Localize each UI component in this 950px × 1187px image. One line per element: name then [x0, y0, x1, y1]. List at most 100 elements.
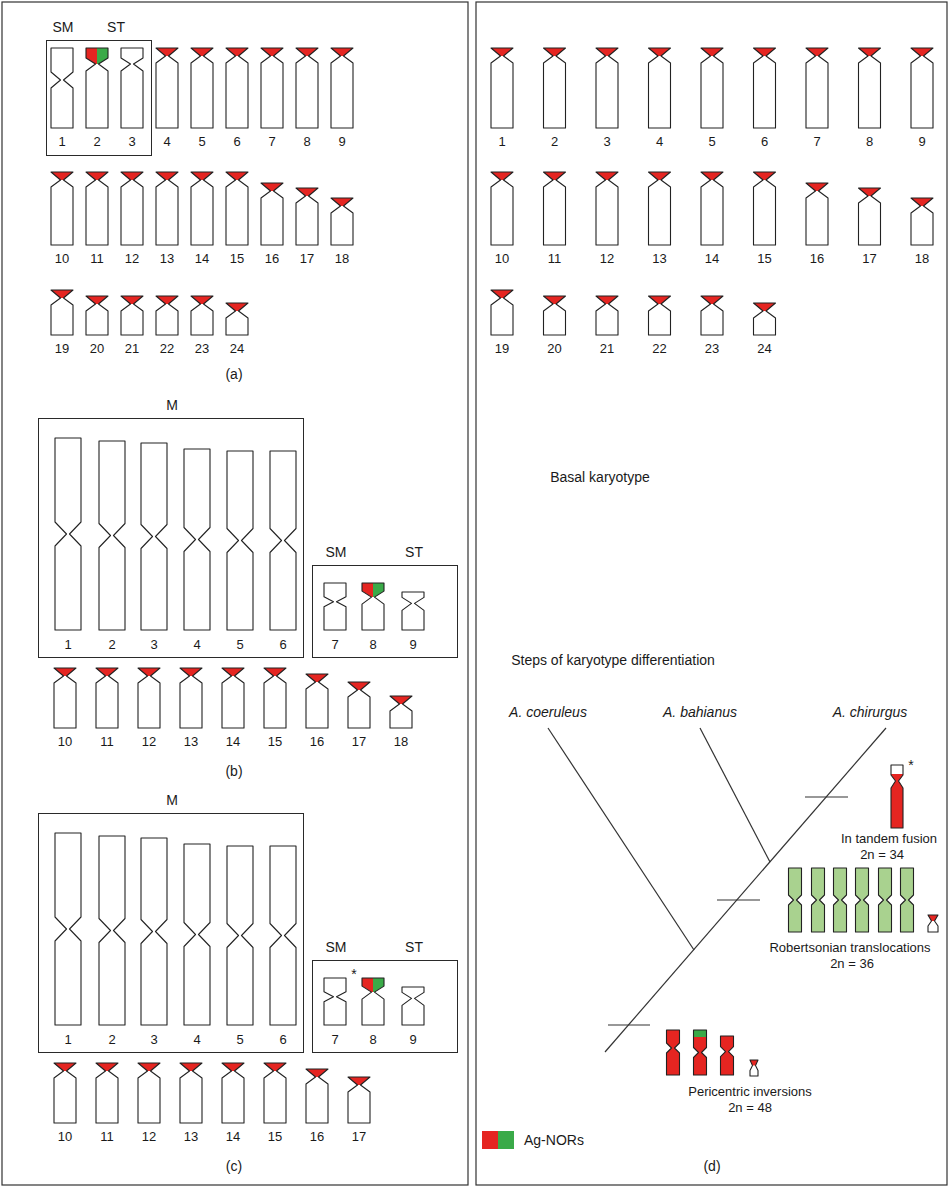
chromosome-number: 18	[394, 735, 408, 749]
chromosome-number: 5	[708, 135, 715, 149]
chromosome-body	[544, 296, 566, 335]
nor-cap	[191, 172, 213, 180]
chromosome-body	[362, 583, 384, 630]
chromosome-outline	[180, 668, 202, 728]
chromosome-outline	[859, 48, 881, 128]
chromosome	[544, 172, 566, 245]
panel-note: Steps of karyotype differentiation	[511, 653, 715, 668]
nor-cap	[806, 48, 828, 56]
chromosome-outline	[264, 1063, 286, 1123]
chromosome-number: 14	[226, 1130, 240, 1144]
tree-line	[608, 1024, 650, 1025]
chromosome-body	[55, 438, 81, 630]
chromosome-outline	[856, 868, 869, 932]
chromosome-number: 24	[230, 342, 244, 356]
chromosome	[667, 1030, 680, 1075]
chromosome-body	[222, 1063, 244, 1123]
step-annotation: 2n = 36	[828, 957, 876, 971]
chromosome-outline	[362, 978, 384, 1025]
chromosome-number: 10	[58, 735, 72, 749]
nor-cap	[51, 172, 73, 180]
chromosome-number: 2	[108, 638, 115, 652]
chromosome-number: 12	[125, 252, 139, 266]
chromosome-outline	[812, 868, 825, 932]
chromosome-number: 13	[652, 252, 666, 266]
species-name: A. coeruleus	[509, 705, 587, 720]
chromosome	[156, 296, 178, 335]
nor-cap	[491, 172, 513, 180]
tree-line	[605, 728, 886, 1052]
chromosome	[156, 48, 178, 128]
chromosome-body	[348, 1077, 370, 1123]
chromosome-body	[226, 172, 248, 245]
chromosome-number: 2	[551, 135, 558, 149]
nor-cap	[348, 1077, 370, 1085]
chromosome	[911, 198, 933, 245]
chromosome-number: 14	[226, 735, 240, 749]
panel-letter: (c)	[226, 1159, 242, 1174]
panel-note: Basal karyotype	[550, 470, 650, 485]
chromosome	[911, 48, 933, 128]
chromosome-number: 17	[352, 1130, 366, 1144]
chromosome-body	[901, 868, 914, 932]
chromosome-body	[86, 172, 108, 245]
chromosome-outline	[54, 1063, 76, 1123]
chromosome-body	[191, 172, 213, 245]
nor-cap	[261, 183, 283, 191]
group-heading: ST	[107, 20, 125, 35]
chromosome-number: 2	[93, 135, 100, 149]
chromosome	[99, 441, 125, 630]
karyotype	[51, 48, 938, 1123]
nor-cap	[121, 172, 143, 180]
chromosome	[649, 48, 671, 128]
chromosome-outline	[544, 296, 566, 335]
chromosome-outline	[191, 296, 213, 335]
chromosome-outline	[121, 48, 143, 128]
nor-cap	[156, 48, 178, 56]
nor-cap	[226, 172, 248, 180]
chromosome-outline	[544, 48, 566, 128]
chromosome-outline	[227, 451, 253, 630]
panel-letter: (a)	[225, 367, 242, 382]
chromosome-body	[491, 48, 513, 128]
chromosome-body	[51, 172, 73, 245]
chromosome	[55, 833, 81, 1025]
tree-line	[805, 796, 848, 797]
chromosome-number: 16	[265, 252, 279, 266]
step-annotation: In tandem fusion	[839, 832, 939, 846]
chromosome-number: 7	[813, 135, 820, 149]
chromosome-body	[879, 868, 892, 932]
chromosome-number: 7	[331, 638, 338, 652]
nor-cap	[156, 296, 178, 304]
chromosome-body	[99, 836, 125, 1025]
chromosome-body	[180, 1063, 202, 1123]
nor-cap	[348, 682, 370, 690]
chromosome	[121, 172, 143, 245]
chromosome-number: 5	[236, 638, 243, 652]
asterisk-mark: *	[908, 758, 913, 773]
chromosome-outline	[701, 48, 723, 128]
nor-cap	[911, 48, 933, 56]
chromosome-body	[701, 296, 723, 335]
chromosome	[226, 48, 248, 128]
chromosome-outline	[750, 1060, 758, 1076]
chromosome	[859, 48, 881, 128]
chromosome	[261, 48, 283, 128]
chromosome-body	[596, 296, 618, 335]
nor-cap	[226, 303, 248, 311]
chromosome	[891, 765, 903, 828]
step-annotation: Robertsonian translocations	[767, 941, 932, 955]
nor-cap	[754, 48, 776, 56]
chromosome	[402, 987, 424, 1025]
chromosome	[184, 844, 210, 1025]
chromosome-body	[834, 868, 847, 932]
chromosome	[180, 1063, 202, 1123]
chromosome-outline	[649, 172, 671, 245]
chromosome-number: 11	[100, 735, 114, 749]
tree-line	[700, 728, 770, 862]
tree-line	[548, 728, 694, 950]
chromosome-outline	[701, 296, 723, 335]
chromosome-outline	[121, 172, 143, 245]
chromosome-body	[306, 674, 328, 728]
